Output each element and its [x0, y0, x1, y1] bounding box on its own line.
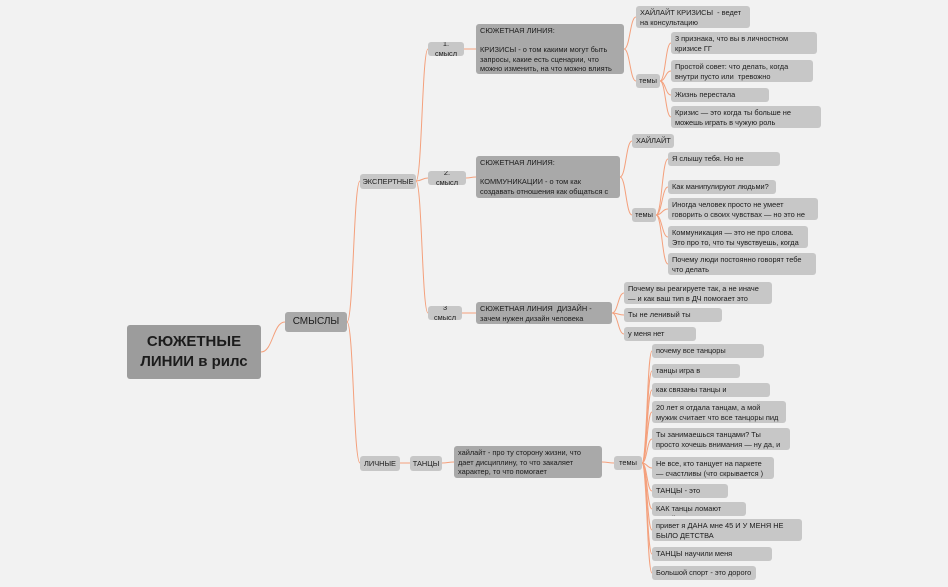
tantsy-node[interactable]: ТАНЦЫ [410, 456, 442, 471]
connector-line [601, 461, 615, 464]
tantsy-theme[interactable]: КАК танцы ломают детей [652, 502, 746, 516]
tantsy-theme[interactable]: 20 лет я отдала танцам, а мой мужик счит… [652, 401, 786, 423]
smysl-1-highlight[interactable]: ХАЙЛАЙТ КРИЗИСЫ - ведет на консультацию [636, 6, 750, 28]
connector-line [659, 42, 672, 82]
connector-line [655, 158, 669, 216]
connector-line [611, 312, 625, 335]
connector-line [641, 462, 653, 574]
tantsy-storyline[interactable]: хайлайт - про ту сторону жизни, что дает… [454, 446, 602, 478]
tantsy-theme[interactable]: танцы игра в долгосрок [652, 364, 740, 378]
tantsy-theme[interactable]: привет я ДАНА мне 45 И У МЕНЯ НЕ БЫЛО ДЕ… [652, 519, 802, 541]
connector-line [655, 186, 669, 216]
tantsy-theme[interactable]: как связаны танцы и психология [652, 383, 770, 397]
connector-line [659, 80, 672, 118]
connector-line [655, 208, 669, 216]
smysl-1-theme[interactable]: Простой совет: что делать, когда внутри … [671, 60, 813, 82]
connector-line [623, 16, 637, 50]
connector-line [619, 176, 633, 216]
smysl-2-theme[interactable]: Как манипулируют людьми? [668, 180, 776, 194]
smysl-2-node[interactable]: 2. смысл [428, 171, 466, 185]
root-node[interactable]: СЮЖЕТНЫЕ ЛИНИИ в рилс [127, 325, 261, 379]
smysl-1-themes-label[interactable]: темы [636, 74, 660, 88]
smysl-3-storyline[interactable]: СЮЖЕТНАЯ ЛИНИЯ ДИЗАЙН - зачем нужен диза… [476, 302, 612, 324]
connector-line [641, 438, 653, 464]
connector-line [659, 70, 672, 82]
connector-line [619, 140, 633, 178]
tantsy-theme[interactable]: почему все танцоры нарциссы? [652, 344, 764, 358]
connector-line [415, 177, 429, 182]
smysl-2-highlight[interactable]: ХАЙЛАЙТ [632, 134, 674, 148]
expertnye-node[interactable]: ЭКСПЕРТНЫЕ [360, 174, 416, 189]
connector-line [655, 214, 669, 265]
smysl-3-item[interactable]: у меня нет энергии [624, 327, 696, 341]
smysl-1-storyline[interactable]: СЮЖЕТНАЯ ЛИНИЯ: КРИЗИСЫ - о том какими м… [476, 24, 624, 74]
connector-line [260, 321, 286, 353]
smysl-3-item[interactable]: Почему вы реагируете так, а не иначе — и… [624, 282, 772, 304]
smysl-3-item[interactable]: Ты не ленивый ты проектор [624, 308, 722, 322]
smysly-node[interactable]: СМЫСЛЫ [285, 312, 347, 332]
smysl-2-theme[interactable]: Коммуникация — это не про слова. Это про… [668, 226, 808, 248]
connector-line [623, 48, 637, 82]
connector-line [346, 180, 361, 323]
smysl-2-theme[interactable]: Иногда человек просто не умеет говорить … [668, 198, 818, 220]
connector-line [441, 461, 455, 464]
tantsy-theme[interactable]: Большой спорт - это дорого [652, 566, 756, 580]
smysl-2-theme[interactable]: Я слышу тебя. Но не понимаю» [668, 152, 780, 166]
smysl-1-theme[interactable]: 3 признака, что вы в личностном кризисе … [671, 32, 817, 54]
connector-line [415, 48, 429, 182]
smysl-3-node[interactable]: 3 смысл [428, 306, 462, 320]
connector-line [346, 321, 361, 464]
tantsy-theme[interactable]: Ты занимаешься танцами? Ты просто хочешь… [652, 428, 790, 450]
lichnye-node[interactable]: ЛИЧНЫЕ [360, 456, 400, 471]
tantsy-themes-label[interactable]: темы [614, 456, 642, 470]
connector-line [611, 292, 625, 314]
smysl-2-storyline[interactable]: СЮЖЕТНАЯ ЛИНИЯ: КОММУНИКАЦИИ - о том как… [476, 156, 620, 198]
connector-line [415, 180, 429, 314]
smysl-2-themes-label[interactable]: темы [632, 208, 656, 222]
tantsy-theme[interactable]: ТАНЦЫ - это садизм [652, 484, 728, 498]
tantsy-theme[interactable]: ТАНЦЫ научили меня парнерству [652, 547, 772, 561]
smysl-2-theme[interactable]: Почему люди постоянно говорят тебе что д… [668, 253, 816, 275]
smysl-1-node[interactable]: 1. смысл [428, 42, 464, 56]
smysl-1-theme[interactable]: Жизнь перестала радовать [671, 88, 769, 102]
connector-line [641, 350, 653, 464]
connector-line [465, 176, 477, 179]
connector-line [641, 411, 653, 464]
smysl-1-theme[interactable]: Кризис — это когда ты больше не можешь и… [671, 106, 821, 128]
tantsy-theme[interactable]: Не все, кто танцует на паркете — счастли… [652, 457, 774, 479]
